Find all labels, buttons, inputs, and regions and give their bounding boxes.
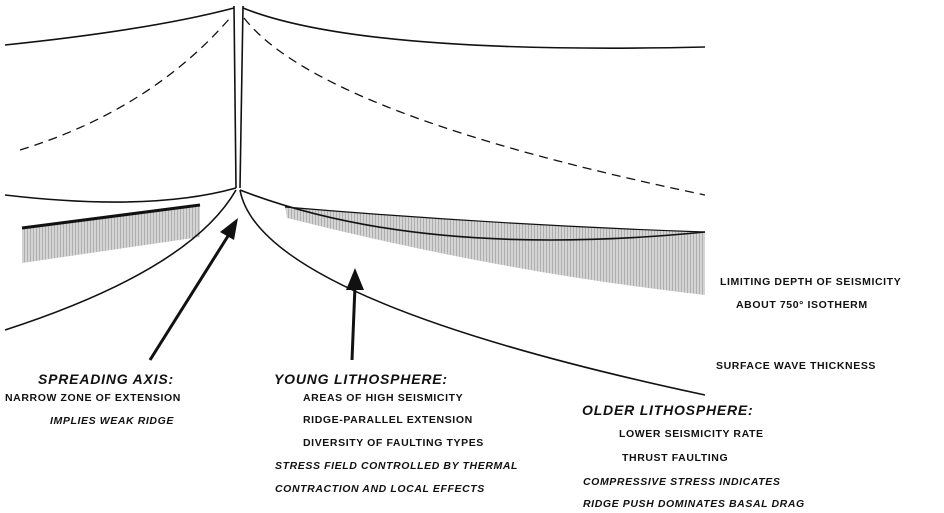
young-lithosphere-arrow-shaft <box>350 285 357 361</box>
older-lithosphere-line: LOWER SEISMICITY RATE <box>619 428 764 440</box>
seismic-layer-left-top <box>21 203 201 230</box>
young-lithosphere-line: DIVERSITY OF FAULTING TYPES <box>303 437 484 449</box>
surface-wave-thickness-label: SURFACE WAVE THICKNESS <box>716 360 877 372</box>
ridge-axis <box>233 5 244 189</box>
young-lithosphere-note: STRESS FIELD CONTROLLED BY THERMAL <box>275 460 519 472</box>
limiting-depth-label: LIMITING DEPTH OF SEISMICITY <box>720 276 902 288</box>
lithosphere-base-left-lower <box>4 189 237 331</box>
isotherm-dashed-left <box>19 17 231 151</box>
older-lithosphere-note: COMPRESSIVE STRESS INDICATES <box>583 476 781 488</box>
seismic-layer-right <box>285 207 705 295</box>
isotherm-dashed-right <box>243 17 706 196</box>
young-lithosphere-arrowhead <box>346 268 364 290</box>
older-lithosphere-heading: OLDER LITHOSPHERE: <box>582 402 754 418</box>
spreading-axis-line: NARROW ZONE OF EXTENSION <box>5 392 181 404</box>
older-lithosphere-note: RIDGE PUSH DOMINATES BASAL DRAG <box>583 498 805 510</box>
seismic-layer-left <box>22 205 200 263</box>
isotherm-label: ABOUT 750° ISOTHERM <box>736 299 868 311</box>
young-lithosphere-line: AREAS OF HIGH SEISMICITY <box>303 392 464 404</box>
young-lithosphere-heading: YOUNG LITHOSPHERE: <box>274 371 448 387</box>
seafloor-right <box>242 7 706 49</box>
lithosphere-base-left <box>4 187 237 203</box>
lithosphere-base-right-lower <box>239 189 706 396</box>
young-lithosphere-note: CONTRACTION AND LOCAL EFFECTS <box>275 483 485 495</box>
spreading-axis-heading: SPREADING AXIS: <box>38 371 174 387</box>
young-lithosphere-line: RIDGE-PARALLEL EXTENSION <box>303 414 473 426</box>
spreading-axis-line: IMPLIES WEAK RIDGE <box>50 415 174 427</box>
seafloor-left <box>4 7 235 46</box>
older-lithosphere-line: THRUST FAULTING <box>622 452 729 464</box>
spreading-axis-arrowhead <box>220 218 238 240</box>
spreading-axis-arrow-shaft <box>148 235 230 361</box>
seismic-layer-right-top <box>284 206 706 233</box>
lithosphere-base-right <box>239 189 706 241</box>
